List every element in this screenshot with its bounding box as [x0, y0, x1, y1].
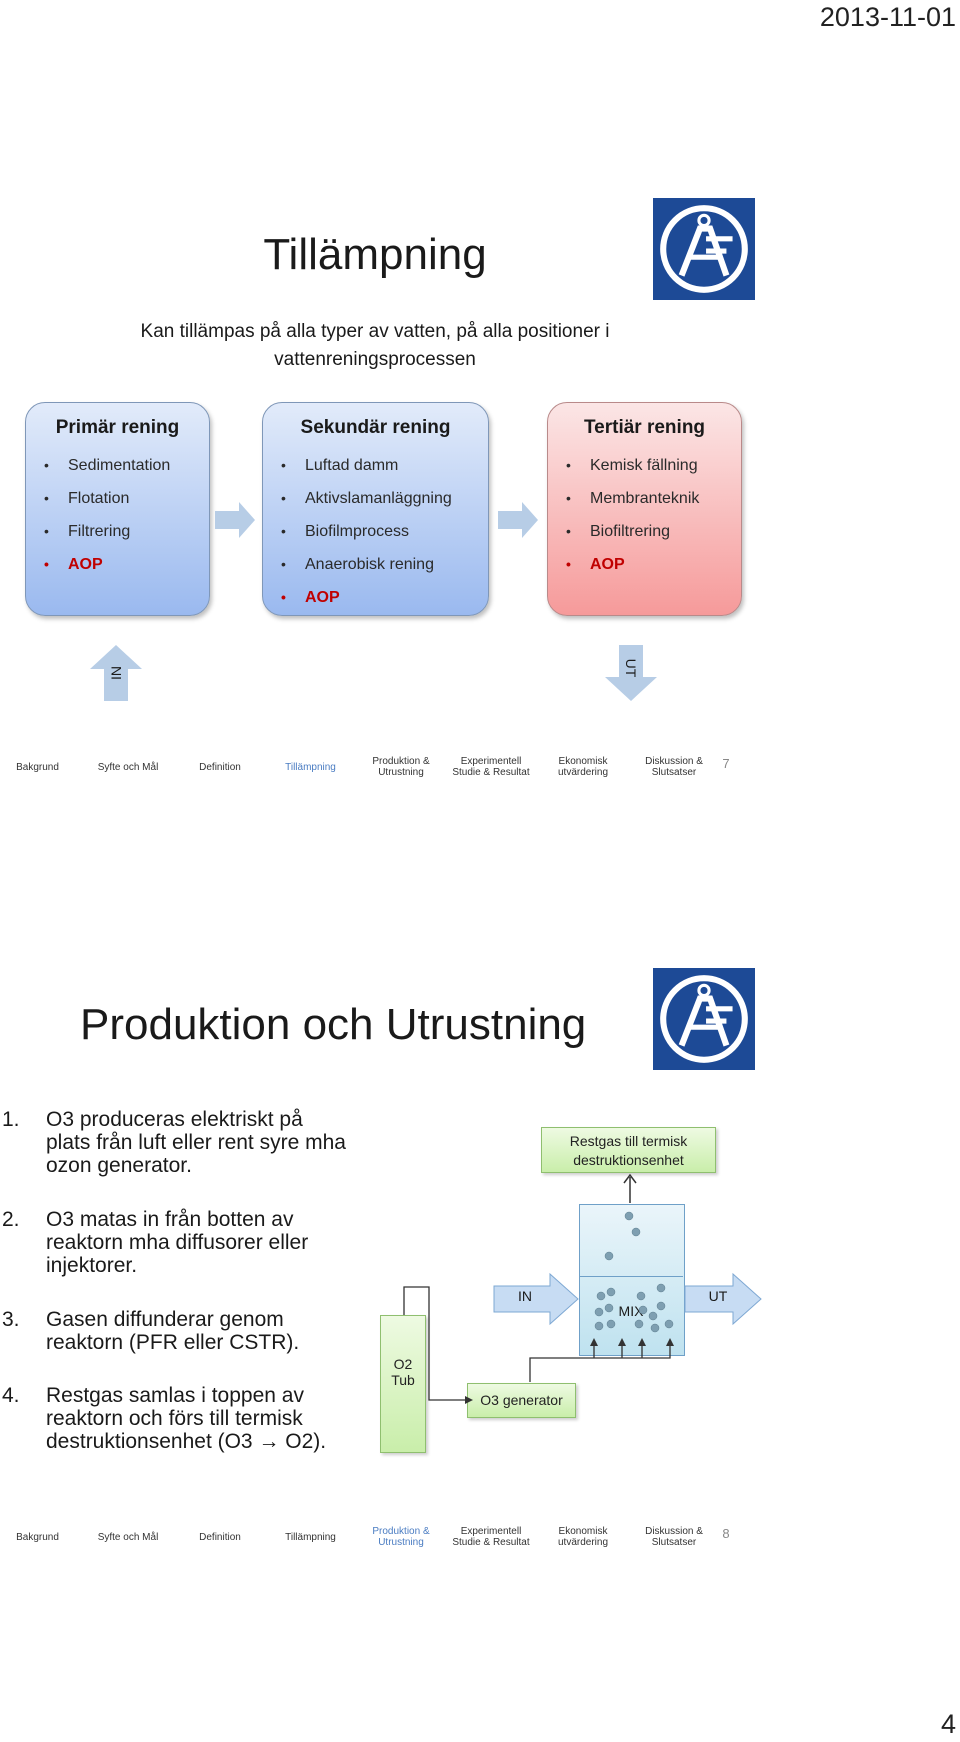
reactor-divider [579, 1276, 683, 1277]
step-number: 2. [2, 1208, 20, 1231]
slide-subtitle: Kan tillämpas på alla typer av vatten, p… [140, 321, 610, 370]
stage-item: Aktivslamanläggning [281, 482, 488, 515]
slide-number: 7 [722, 756, 730, 771]
nav-item-produktion[interactable]: Produktion & Utrustning [372, 1526, 430, 1548]
slide-produktion: Produktion och Utrustning 1. O3 producer… [0, 920, 960, 1560]
restgas-arrow-icon [623, 1173, 637, 1203]
step-number: 1. [2, 1108, 20, 1131]
stage-item: Membranteknik [566, 482, 741, 515]
stage-item-aop: AOP [44, 548, 209, 581]
nav-item-produktion[interactable]: Produktion & Utrustning [372, 756, 430, 778]
stage-title: Tertiär rening [583, 417, 706, 438]
stage-item: Filtrering [44, 515, 209, 548]
reactor-out-label: UT [708, 1288, 728, 1304]
step-text: O3 produceras elektriskt på plats från l… [46, 1108, 346, 1177]
step-text: O3 matas in från botten av reaktorn mha … [46, 1208, 309, 1277]
nav-item-bakgrund[interactable]: Bakgrund [16, 1532, 59, 1543]
stage-title: Sekundär rening [300, 417, 451, 438]
step-number: 4. [2, 1384, 20, 1407]
nav-item-ekonomisk[interactable]: Ekonomisk utvärdering [557, 1526, 609, 1548]
stage-item: Biofilmprocess [281, 515, 488, 548]
in-arrow-icon [90, 645, 142, 701]
step-text: Gasen diffunderar genom reaktorn (PFR el… [46, 1308, 300, 1354]
nav-bar: Bakgrund Syfte och Mål Definition Tilläm… [0, 756, 960, 796]
nav-item-definition[interactable]: Definition [199, 762, 241, 773]
stage-sekundar: Sekundär rening Luftad damm Aktivslamanl… [262, 402, 489, 616]
stage-item: Flotation [44, 482, 209, 515]
af-logo-icon [653, 198, 755, 300]
stage-item: Biofiltrering [566, 515, 741, 548]
nav-item-syfte[interactable]: Syfte och Mål [97, 1532, 159, 1543]
nav-item-experimentell[interactable]: Experimentell Studie & Resultat [452, 1526, 530, 1548]
document-date: 2013-11-01 [819, 2, 956, 32]
af-logo-icon [653, 968, 755, 1070]
stage-item: Sedimentation [44, 449, 209, 482]
stage-tertiar: Tertiär rening Kemisk fällning Membrante… [547, 402, 742, 616]
step-number: 3. [2, 1308, 20, 1331]
out-arrow-icon [605, 645, 657, 701]
nav-item-diskussion[interactable]: Diskussion & Slutsatser [645, 756, 703, 778]
stage-item-aop: AOP [281, 581, 488, 614]
slide-title: Produktion och Utrustning [80, 1000, 587, 1049]
stage-item-aop: AOP [566, 548, 741, 581]
in-arrow-icon [493, 1272, 579, 1326]
nav-item-experimentell[interactable]: Experimentell Studie & Resultat [452, 756, 530, 778]
stage-item: Kemisk fällning [566, 449, 741, 482]
out-label: UT [623, 658, 639, 678]
gas-bubbles [594, 1211, 674, 1333]
step-text: Restgas samlas i toppen av reaktorn och … [46, 1384, 327, 1453]
page-number: 4 [940, 1709, 956, 1739]
gas-piping [403, 1286, 674, 1404]
o2-tub: O2 Tub [380, 1315, 426, 1453]
stage-item: Luftad damm [281, 449, 488, 482]
reactor-vessel [579, 1204, 685, 1356]
stage-primar: Primär rening Sedimentation Flotation Fi… [25, 402, 210, 616]
restgas-box: Restgas till termisk destruktionsenhet [541, 1127, 716, 1173]
mix-label: MIX [618, 1303, 644, 1319]
nav-item-tillampning[interactable]: Tillämpning [285, 1532, 336, 1543]
o3-generator-box: O3 generator [467, 1383, 576, 1418]
stage-title: Primär rening [55, 417, 180, 438]
nav-item-diskussion[interactable]: Diskussion & Slutsatser [645, 1526, 703, 1548]
nav-bar: Bakgrund Syfte och Mål Definition Tilläm… [0, 1526, 960, 1566]
right-arrow-icon [498, 502, 538, 538]
right-arrow-icon [215, 502, 255, 538]
o2-tub-label: O2 Tub [391, 1356, 415, 1388]
out-arrow-icon [684, 1272, 762, 1326]
slide-number: 8 [722, 1526, 730, 1541]
stage-item: Anaerobisk rening [281, 548, 488, 581]
nav-item-tillampning[interactable]: Tillämpning [285, 762, 336, 773]
reactor-in-label: IN [518, 1288, 532, 1304]
nav-item-bakgrund[interactable]: Bakgrund [16, 762, 59, 773]
nav-item-ekonomisk[interactable]: Ekonomisk utvärdering [557, 756, 609, 778]
slide-title: Tillämpning [263, 230, 487, 279]
in-label: IN [108, 666, 124, 680]
nav-item-syfte[interactable]: Syfte och Mål [97, 762, 159, 773]
nav-item-definition[interactable]: Definition [199, 1532, 241, 1543]
slide-tillampning: Tillämpning Kan tillämpas på alla typer … [0, 150, 960, 790]
